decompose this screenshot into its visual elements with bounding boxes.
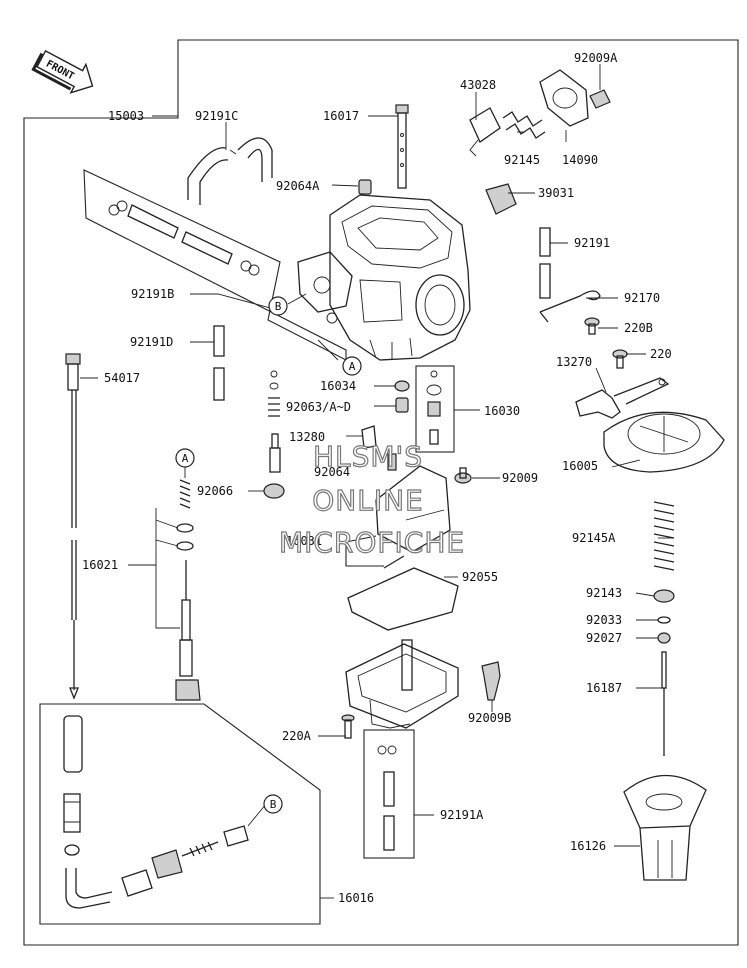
plug-92064A <box>358 179 372 195</box>
label-14090: 14090 <box>562 153 598 167</box>
carburetor-body <box>297 194 471 361</box>
label-16031: 16031 <box>286 534 322 548</box>
cable-54017 <box>65 353 81 700</box>
label-92143: 92143 <box>586 586 622 600</box>
svg-text:A: A <box>349 360 356 373</box>
label-92191B: 92191B <box>131 287 174 301</box>
label-16187: 16187 <box>586 681 622 695</box>
hose-92191A <box>377 745 397 851</box>
label-16126: 16126 <box>570 839 606 853</box>
piston-16126 <box>623 774 707 881</box>
jet-92064 <box>387 453 397 471</box>
label-16017: 16017 <box>323 109 359 123</box>
watermark: HLSM'S ONLINE MICROFICHE <box>278 439 465 559</box>
label-16005: 16005 <box>562 459 598 473</box>
callout-b-top: B <box>268 296 288 316</box>
label-92009: 92009 <box>502 471 538 485</box>
label-92066: 92066 <box>197 484 233 498</box>
label-16034: 16034 <box>320 379 356 393</box>
gasket-92055 <box>347 567 459 631</box>
label-39031: 39031 <box>538 186 574 200</box>
label-13280: 13280 <box>289 430 325 444</box>
label-16016: 16016 <box>338 891 374 905</box>
label-16021: 16021 <box>82 558 118 572</box>
label-92063: 92063/A~D <box>286 400 351 414</box>
jet-16034 <box>394 380 410 392</box>
clip-92170 <box>539 290 601 323</box>
hose-92191B <box>108 200 260 276</box>
hose-92191C <box>187 137 273 205</box>
svg-text:A: A <box>182 452 189 465</box>
outer-frame <box>23 39 739 946</box>
float-16031 <box>375 465 451 553</box>
hose-92191 <box>539 227 551 299</box>
label-92191D: 92191D <box>130 335 173 349</box>
label-92191: 92191 <box>574 236 610 250</box>
label-54017: 54017 <box>104 371 140 385</box>
label-92009A: 92009A <box>574 51 618 65</box>
needle-valve-16030 <box>426 370 442 445</box>
screw-92009 <box>454 467 472 484</box>
float-16031-bracket <box>345 540 384 567</box>
jet-92063 <box>395 397 409 413</box>
washer-92027 <box>657 632 671 644</box>
label-92009B: 92009B <box>468 711 511 725</box>
tube-16017 <box>395 104 409 189</box>
front-arrow-icon: FRONT <box>31 49 94 94</box>
svg-text:B: B <box>270 798 277 811</box>
label-92055: 92055 <box>462 570 498 584</box>
top-cover-16005 <box>603 411 725 473</box>
callout-b-bottom: B <box>263 794 283 814</box>
screw-220A <box>341 714 355 739</box>
hose-92191D <box>213 325 225 401</box>
part-labels: 15003 92191C 16017 43028 92009A 92064A 9… <box>82 51 672 905</box>
spring-92145A <box>653 501 675 571</box>
hose-set-92191B-outline <box>83 169 347 361</box>
svg-text:B: B <box>275 300 282 313</box>
watermark-line-2: ONLINE <box>312 484 423 517</box>
label-92191C: 92191C <box>195 109 238 123</box>
watermark-line-1: HLSM'S <box>313 440 423 473</box>
label-92145A: 92145A <box>572 531 616 545</box>
float-pin <box>383 555 405 569</box>
label-92170: 92170 <box>624 291 660 305</box>
hose-92191A-box <box>363 729 415 859</box>
pilot-screw-set <box>268 370 281 473</box>
label-92027: 92027 <box>586 631 622 645</box>
accelerator-pump-group <box>469 69 611 157</box>
label-92145: 92145 <box>504 153 540 167</box>
label-43028: 43028 <box>460 78 496 92</box>
label-92033: 92033 <box>586 613 622 627</box>
label-92064A: 92064A <box>276 179 320 193</box>
kit-16016-parts <box>63 715 249 909</box>
watermark-line-3: MICROFICHE <box>279 526 465 559</box>
leader-lines <box>80 64 674 899</box>
valve-16030-box <box>415 365 455 453</box>
jet-needle-16187 <box>661 651 667 756</box>
label-92064: 92064 <box>314 465 350 479</box>
seat-92143 <box>653 589 675 603</box>
label-220A: 220A <box>282 729 312 743</box>
bracket-13270 <box>575 349 670 419</box>
label-220B: 220B <box>624 321 653 335</box>
kit-16016-box <box>39 703 321 925</box>
cap-39031 <box>485 183 517 215</box>
label-13270: 13270 <box>556 355 592 369</box>
callout-a-top: A <box>342 356 362 376</box>
screw-13280 <box>361 425 377 449</box>
label-15003: 15003 <box>108 109 144 123</box>
screw-92009B <box>481 661 501 701</box>
callout-a-left: A <box>175 448 195 468</box>
plug-92066 <box>263 483 285 499</box>
label-220: 220 <box>650 347 672 361</box>
screw-220B <box>584 317 600 335</box>
float-bowl <box>345 639 459 729</box>
label-92191A: 92191A <box>440 808 484 822</box>
label-16030: 16030 <box>484 404 520 418</box>
shaft-16021 <box>175 479 201 701</box>
clip-92033 <box>657 616 671 624</box>
